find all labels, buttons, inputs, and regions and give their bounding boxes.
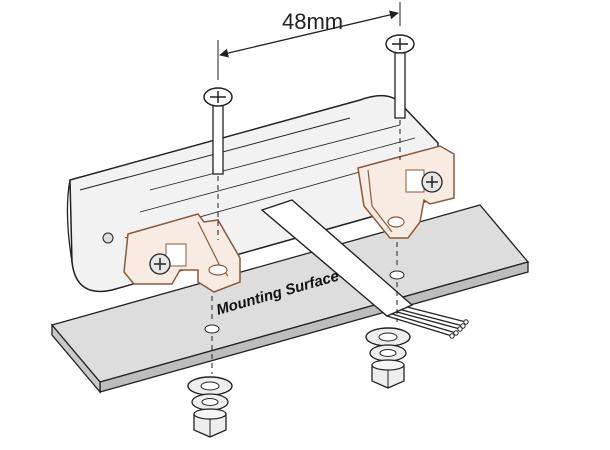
cable	[260, 199, 469, 339]
dimension-48mm: 48mm	[217, 2, 401, 80]
hardware-stack-right	[365, 327, 411, 389]
bracket-slot-right	[387, 216, 405, 228]
mounting-hole-right	[389, 270, 405, 280]
centerlines	[211, 120, 401, 374]
hardware-stack-left	[187, 376, 233, 438]
dimension-label: 48mm	[282, 9, 343, 34]
mounting-plate	[50, 204, 530, 394]
bracket-right	[357, 145, 455, 239]
mounting-hole-left	[204, 324, 220, 334]
bracket-left	[123, 213, 241, 293]
bracket-slot-left	[208, 264, 228, 276]
screw-left	[203, 87, 233, 175]
housing-screw-icon	[102, 232, 114, 244]
